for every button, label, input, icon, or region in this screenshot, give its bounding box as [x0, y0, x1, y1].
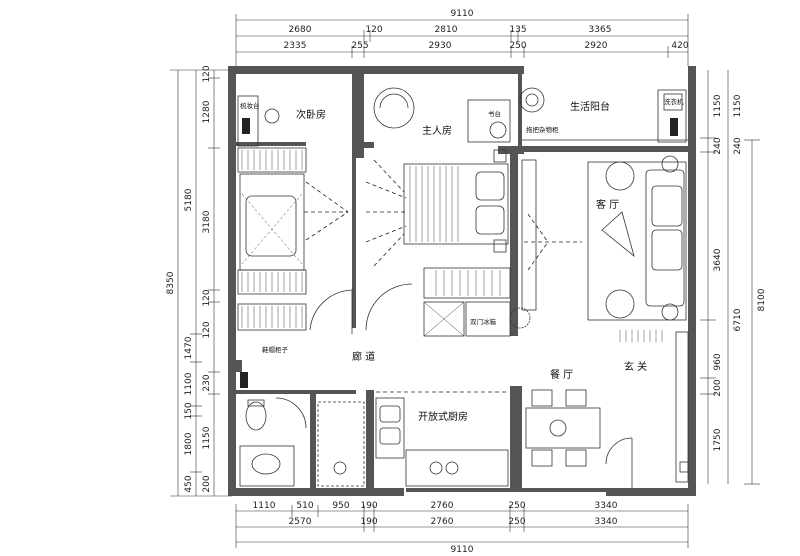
second-bedroom: 梳妆台 次卧房	[237, 95, 353, 334]
corridor-label: 廊 道	[352, 350, 375, 363]
top2-dim-5: 2920	[585, 41, 608, 51]
right-mid-dim-2: 240	[733, 137, 743, 154]
washer-label: 洗衣机	[664, 97, 684, 106]
left-in-dim-4: 120	[202, 289, 212, 306]
left-in-dim-5: 120	[202, 321, 212, 338]
left-mid-dim-1: 5180	[184, 188, 194, 211]
left-outer-dim: 8350	[166, 271, 176, 294]
bot2-dim-5: 3340	[595, 517, 618, 527]
bottom-total-dim: 9110	[451, 545, 474, 555]
right-mid-dim-3: 6710	[733, 308, 743, 331]
walls	[228, 66, 696, 496]
mop-sink-label: 拖把杂物柜	[526, 125, 559, 134]
dining-label: 餐 厅	[550, 368, 573, 381]
right-in-dim-4: 960	[713, 353, 723, 370]
entrance-label: 玄 关	[624, 360, 647, 373]
top-dim-2: 120	[365, 25, 382, 35]
bot2-dim-4: 250	[508, 517, 525, 527]
left-mid-dim-3: 1100	[184, 372, 194, 395]
right-mid-dim-1: 1150	[733, 94, 743, 117]
top-total-dim: 9110	[451, 9, 474, 19]
right-in-dim-6: 1750	[713, 428, 723, 451]
living-balcony: 生活阳台 拖把杂物柜 洗衣机	[519, 87, 688, 143]
vanity-label: 梳妆台	[240, 101, 260, 110]
top-dimensions: 9110 2680 120 2810 135 3365 2335 255 293…	[235, 9, 689, 66]
left-in-dim-6: 230	[202, 374, 212, 391]
left-mid-dim-5: 1800	[184, 432, 194, 455]
living-room: 客 厅	[521, 155, 687, 342]
bottom-dimensions: 1110 510 950 190 2760 250 3340 2570 190 …	[235, 501, 689, 555]
master-bedroom-label: 主人房	[422, 124, 452, 137]
top-dim-1: 2680	[289, 25, 312, 35]
fridge-label: 双门冰箱	[470, 317, 497, 326]
bot2-dim-1: 2570	[289, 517, 312, 527]
dining-table	[525, 389, 633, 488]
bathroom	[239, 397, 365, 487]
top-dim-3: 2810	[435, 25, 458, 35]
bot2-dim-3: 2760	[431, 517, 454, 527]
corridor-area: 廊 道 鞋帽柜子 餐 厅 玄 关	[240, 331, 689, 483]
right-outer-dim: 8100	[757, 288, 767, 311]
master-bedroom: 主人房 书台 双门冰箱	[365, 87, 531, 337]
bot-dim-2: 510	[296, 501, 313, 511]
left-in-dim-7: 1150	[202, 426, 212, 449]
left-mid-dim-4: 150	[184, 402, 194, 419]
right-in-dim-5: 200	[713, 379, 723, 396]
left-in-dim-2: 1280	[202, 100, 212, 123]
top2-dim-2: 255	[351, 41, 368, 51]
second-bedroom-label: 次卧房	[296, 108, 326, 121]
top2-dim-1: 2335	[284, 41, 307, 51]
top2-dim-4: 250	[509, 41, 526, 51]
right-in-dim-3: 3640	[713, 248, 723, 271]
bot-dim-6: 250	[508, 501, 525, 511]
top2-dim-3: 2930	[429, 41, 452, 51]
bot-dim-3: 950	[332, 501, 349, 511]
top-dim-5: 3365	[589, 25, 612, 35]
left-mid-dim-6: 450	[184, 475, 194, 492]
desk-label: 书台	[488, 109, 501, 118]
top-dim-4: 135	[509, 25, 526, 35]
bot-dim-7: 3340	[595, 501, 618, 511]
right-dimensions: 1150 240 3640 960 200 1750 1150 240 6710…	[700, 70, 767, 485]
kitchen-label: 开放式厨房	[418, 410, 468, 423]
kitchen: 开放式厨房	[375, 391, 509, 487]
bot2-dim-2: 190	[360, 517, 377, 527]
top2-dim-6: 420	[671, 41, 688, 51]
bot-dim-4: 190	[360, 501, 377, 511]
left-in-dim-1: 120	[202, 65, 212, 82]
shoe-cabinet-label: 鞋帽柜子	[262, 345, 289, 354]
bot-dim-5: 2760	[431, 501, 454, 511]
right-in-dim-2: 240	[713, 137, 723, 154]
right-in-dim-1: 1150	[713, 94, 723, 117]
left-dimensions: 8350 5180 1470 1100 150 1800 450 120 128…	[166, 65, 232, 497]
left-mid-dim-2: 1470	[184, 336, 194, 359]
left-in-dim-3: 3180	[202, 210, 212, 233]
living-room-label: 客 厅	[596, 198, 619, 211]
bot-dim-1: 1110	[253, 501, 276, 511]
left-in-dim-8: 200	[202, 475, 212, 492]
balcony-label: 生活阳台	[570, 100, 610, 113]
